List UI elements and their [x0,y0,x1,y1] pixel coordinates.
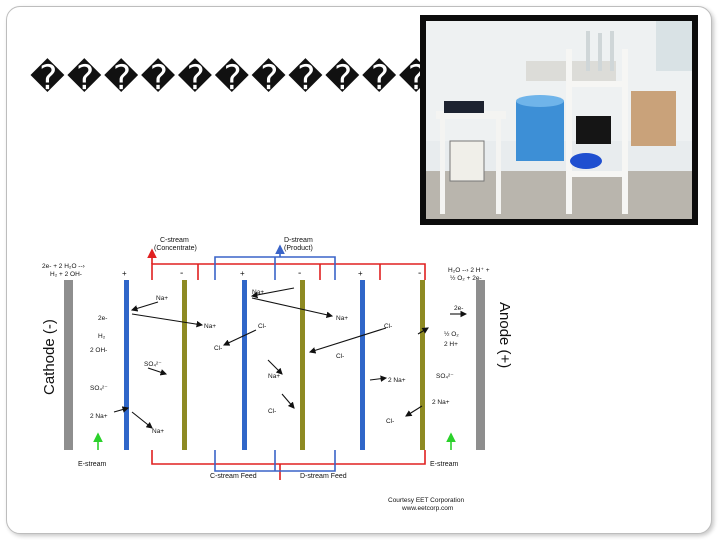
ion-na-5: Na+ [268,373,280,380]
anode-reaction-line-1: H₂O --› 2 H⁺ + [448,267,490,274]
ion-cl-6: Cl- [386,418,394,425]
courtesy-line-2: www.eetcorp.com [401,505,453,512]
anion-membrane-1 [182,280,187,450]
ion-2e-left: 2e- [98,315,107,322]
cation-membrane-3 [360,280,365,450]
c-stream-feed-lines [151,450,426,480]
d-stream-feed-label: D-stream Feed [300,473,347,480]
ion-2oh: 2 OH- [90,347,107,354]
c-stream-label: C-stream [160,237,189,244]
ion-na-4: Na+ [336,315,348,322]
cathode-label: Cathode (-) [41,319,58,395]
anion-membrane-2 [300,280,305,450]
ion-half-o2: ½ O₂ [444,330,459,338]
plus-sign-1: + [122,269,127,278]
anion-membrane-3 [420,280,425,450]
lab-apparatus-photo [420,15,698,225]
minus-sign-2: - [298,268,301,279]
d-stream-feed-lines [214,450,336,472]
courtesy-line-1: Courtesy EET Corporation [388,497,464,504]
c-stream-feed-label: C-stream Feed [210,473,257,480]
anode-label: Anode (+) [496,302,513,368]
cathode-reaction-line-1: 2e- + 2 H₂O --› [42,263,85,270]
ion-arrows [113,287,468,429]
ion-h2: H₂ [98,333,106,340]
anode-electrode [476,280,485,450]
d-stream-sub-label: (Product) [284,245,313,252]
ion-2na-right: 2 Na+ [432,399,450,406]
photo-illustration [426,21,692,219]
ion-2na-left: 2 Na+ [90,413,108,420]
d-stream-outlet-lines [214,244,336,280]
minus-sign-3: - [418,268,421,279]
cathode-electrode [64,280,73,450]
cation-membrane-1 [124,280,129,450]
plus-sign-3: + [358,269,363,278]
plus-sign-2: + [240,269,245,278]
ion-na-1: Na+ [156,295,168,302]
e-stream-left-label: E-stream [78,461,107,468]
ion-so4-right: SO₄²⁻ [436,373,454,380]
ion-2h: 2 H+ [444,341,458,348]
minus-sign-1: - [180,268,183,279]
cation-membrane-2 [242,280,247,450]
ion-cl-5: Cl- [268,408,276,415]
ion-2e-right: 2e- [454,305,463,312]
c-stream-sub-label: (Concentrate) [154,245,197,252]
ion-na-3: Na+ [252,289,264,296]
c-stream-outlet-lines [147,248,426,280]
ion-2na-mid: 2 Na+ [388,377,406,384]
ion-cl-1: Cl- [258,323,266,330]
ion-so4-left-2: SO₄²⁻ [90,385,108,392]
cathode-reaction-line-2: H₂ + 2 OH- [50,271,82,278]
ion-so4-left-1: SO₄²⁻ [144,361,162,368]
electrodialysis-diagram: C-stream (Concentrate) D-stream (Product… [41,237,513,512]
ion-labels: Na+ Na+ Na+ Na+ Na+ Na+ Cl- Cl- Cl- Cl- … [90,289,463,435]
e-stream-right-label: E-stream [430,461,459,468]
ion-cl-4: Cl- [384,323,392,330]
d-stream-label: D-stream [284,237,313,244]
ion-cl-3: Cl- [336,353,344,360]
anode-reaction-line-2: ½ O₂ + 2e- [450,274,482,282]
ion-na-2: Na+ [204,323,216,330]
ion-na-6: Na+ [152,428,164,435]
ion-cl-2: Cl- [214,345,222,352]
